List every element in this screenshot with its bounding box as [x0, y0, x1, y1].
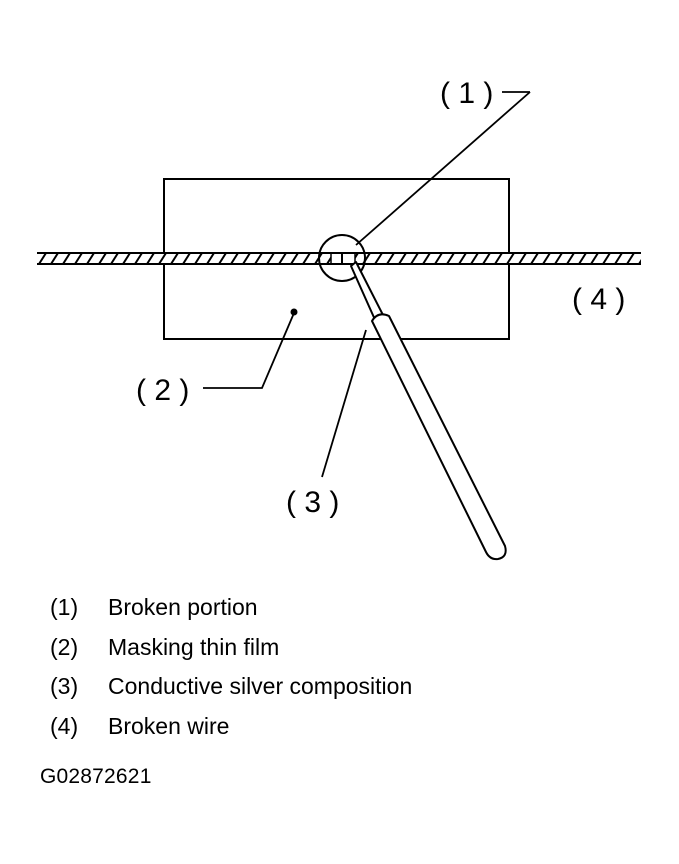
- legend-item: (1) Broken portion: [50, 594, 412, 634]
- legend-item: (3) Conductive silver composition: [50, 673, 412, 713]
- legend-text: Broken portion: [108, 594, 258, 620]
- callout-2: ( 2 ): [136, 374, 189, 407]
- legend-text: Broken wire: [108, 712, 230, 739]
- repair-diagram: ( 1 ) ( 2 ) ( 3 ) ( 4 ): [37, 77, 641, 561]
- callout-4: ( 4 ): [572, 283, 625, 316]
- legend-number: (1): [50, 594, 79, 620]
- legend-item: (2) Masking thin film: [50, 634, 412, 674]
- broken-portion-gap: [330, 253, 356, 264]
- legend-number: (2): [50, 633, 79, 660]
- callout-3: ( 3 ): [286, 486, 339, 519]
- figure-id: G02872621: [40, 765, 152, 788]
- legend-number: (3): [50, 673, 79, 699]
- broken-portion-circle: [318, 234, 366, 282]
- legend-number: (4): [50, 712, 79, 739]
- legend-item: (4) Broken wire: [50, 713, 412, 753]
- legend-text: Masking thin film: [108, 633, 280, 660]
- legend: (1) Broken portion (2) Masking thin film…: [50, 594, 412, 752]
- callout-1: ( 1 ): [440, 77, 493, 110]
- legend-text: Conductive silver composition: [108, 673, 413, 699]
- leader-lines: [203, 91, 531, 478]
- film-dot: [290, 308, 298, 316]
- applicator-pen: [350, 261, 507, 561]
